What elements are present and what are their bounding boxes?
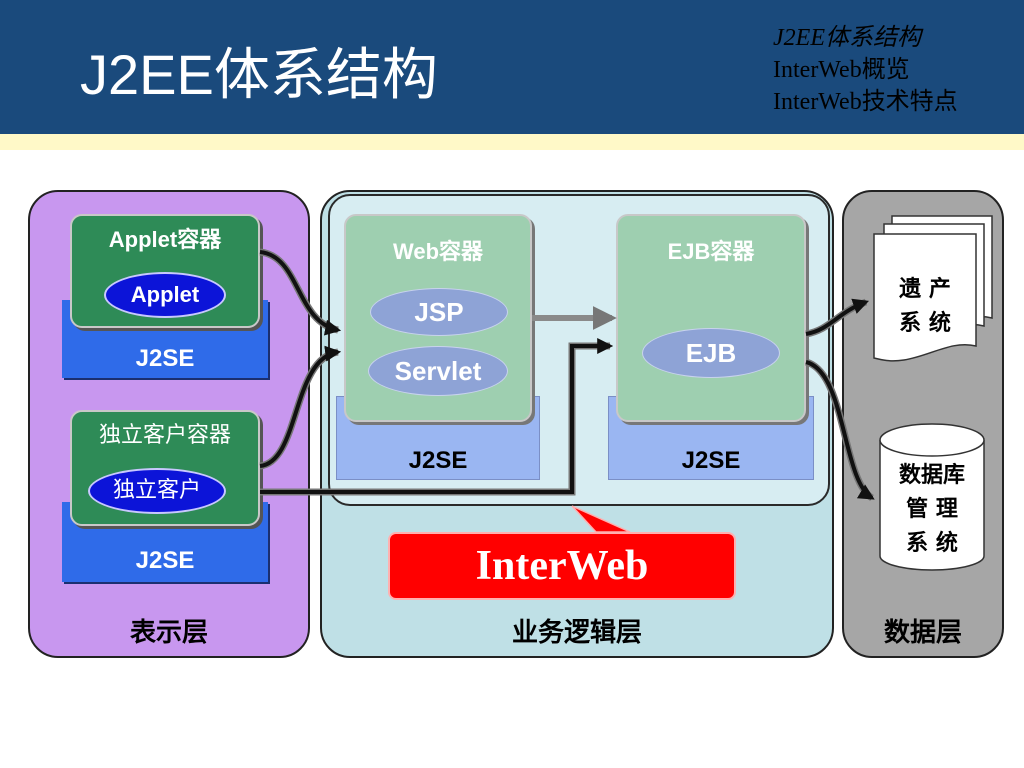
nav-item-interweb-overview[interactable]: InterWeb概览	[773, 57, 910, 83]
nav-item-j2ee-architecture[interactable]: J2EE体系结构	[773, 25, 921, 51]
legacy-system-label: 遗 产 系 统	[899, 276, 951, 336]
applet-oval: Applet	[104, 272, 226, 318]
presentation-tier-label: 表示层	[129, 618, 208, 648]
client-container: 独立客户容器	[70, 410, 260, 526]
arrow-ejb-to-dbms	[804, 358, 875, 501]
servlet-oval: Servlet	[368, 346, 508, 396]
section-nav: J2EE体系结构 InterWeb概览 InterWeb技术特点	[773, 22, 958, 118]
applet-container-label: Applet容器	[108, 227, 222, 252]
client-container-label: 独立客户容器	[98, 423, 231, 448]
nav-item-interweb-features[interactable]: InterWeb技术特点	[773, 89, 958, 115]
ejb-container: EJB容器	[616, 214, 806, 422]
interweb-callout: InterWeb	[388, 532, 736, 600]
ejb-container-label: EJB容器	[667, 239, 755, 264]
page-title: J2EE体系结构	[80, 43, 438, 106]
web-container-label: Web容器	[392, 239, 484, 264]
database-cylinder-icon	[879, 423, 985, 571]
jsp-oval: JSP	[370, 288, 508, 336]
ejb-oval: EJB	[642, 328, 780, 378]
legacy-system-document-icon	[873, 215, 993, 362]
header-bar	[0, 0, 1024, 134]
header-stripe	[0, 134, 1024, 150]
client-oval: 独立客户	[88, 468, 226, 514]
business-tier-label: 业务逻辑层	[511, 618, 642, 648]
data-tier-label: 数据层	[883, 618, 962, 648]
dbms-label: 数据库 管 理 系 统	[898, 462, 965, 556]
